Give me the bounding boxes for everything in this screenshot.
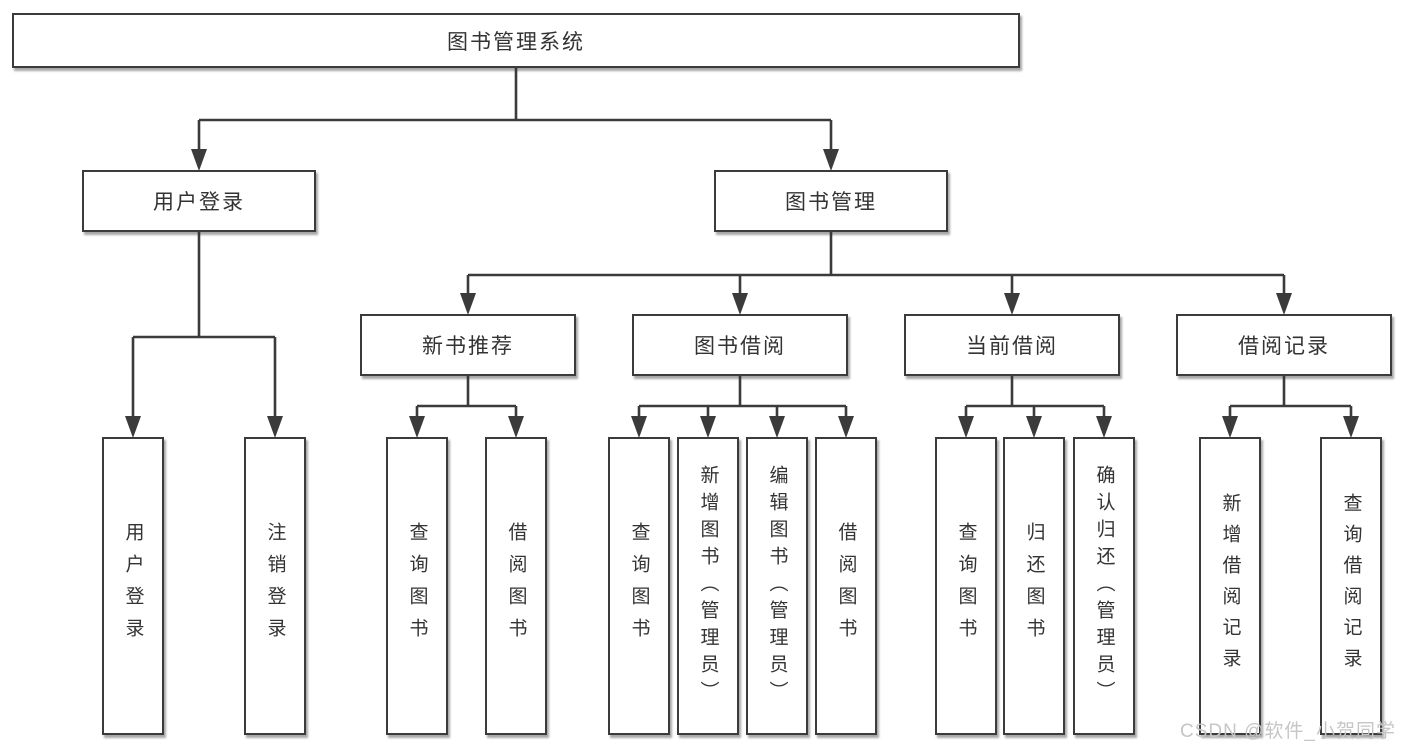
- arrowhead-leaf-confirm-return: [1096, 416, 1112, 438]
- arrowhead-leaf-query-book-2: [631, 416, 647, 438]
- node-leaf-return-book: 归还图书: [1003, 437, 1065, 735]
- node-new-book-recommend: 新书推荐: [360, 314, 576, 376]
- node-label: 借阅图书: [835, 522, 857, 650]
- watermark: CSDN @软件_小贺同学: [1180, 721, 1396, 742]
- arrowhead-new-book-recommend: [460, 293, 476, 315]
- arrowhead-user-login: [191, 149, 207, 171]
- node-leaf-query-record: 查询借阅记录: [1320, 437, 1382, 735]
- node-leaf-add-book: 新增图书（管理员）: [677, 437, 739, 735]
- node-root: 图书管理系统: [12, 13, 1020, 68]
- node-label: 查询图书: [628, 522, 650, 650]
- node-leaf-confirm-return: 确认归还（管理员）: [1073, 437, 1135, 735]
- node-label: 图书借阅: [694, 335, 786, 358]
- arrowhead-leaf-return-book: [1026, 416, 1042, 438]
- arrowhead-book-management: [823, 149, 839, 171]
- node-label: 查询图书: [955, 522, 977, 650]
- node-label: 注销登录: [264, 522, 286, 650]
- arrowhead-book-borrow: [732, 293, 748, 315]
- node-label: 新书推荐: [422, 335, 514, 358]
- node-leaf-add-record: 新增借阅记录: [1199, 437, 1261, 735]
- node-leaf-user-login: 用户登录: [102, 437, 164, 735]
- arrowhead-borrow-records: [1276, 293, 1292, 315]
- node-borrow-records: 借阅记录: [1176, 314, 1392, 376]
- arrowhead-leaf-user-login: [125, 416, 141, 438]
- node-label: 确认归还（管理员）: [1093, 464, 1115, 708]
- node-label: 新增借阅记录: [1219, 493, 1241, 679]
- node-label: 图书管理: [785, 191, 877, 214]
- arrowhead-leaf-add-record: [1222, 416, 1238, 438]
- node-book-borrow: 图书借阅: [632, 314, 848, 376]
- arrowhead-leaf-logout: [267, 416, 283, 438]
- arrowhead-leaf-query-book-3: [958, 416, 974, 438]
- node-leaf-query-book-3: 查询图书: [935, 437, 997, 735]
- arrowhead-leaf-query-book-1: [409, 416, 425, 438]
- node-label: 用户登录: [122, 522, 144, 650]
- arrowhead-leaf-borrow-book-2: [838, 416, 854, 438]
- node-leaf-borrow-book-1: 借阅图书: [485, 437, 547, 735]
- arrowhead-leaf-edit-book: [769, 416, 785, 438]
- node-label: 当前借阅: [966, 335, 1058, 358]
- arrowhead-leaf-add-book: [700, 416, 716, 438]
- node-leaf-edit-book: 编辑图书（管理员）: [746, 437, 808, 735]
- node-label: 图书管理系统: [447, 30, 585, 54]
- node-label: 用户登录: [153, 191, 245, 214]
- node-leaf-logout: 注销登录: [244, 437, 306, 735]
- node-book-management: 图书管理: [714, 170, 948, 232]
- arrowhead-current-borrow: [1004, 293, 1020, 315]
- node-label: 查询图书: [406, 522, 428, 650]
- node-label: 归还图书: [1023, 522, 1045, 650]
- node-leaf-query-book-1: 查询图书: [386, 437, 448, 735]
- node-label: 借阅图书: [505, 522, 527, 650]
- node-label: 查询借阅记录: [1340, 493, 1362, 679]
- node-label: 新增图书（管理员）: [697, 464, 719, 708]
- node-label: 借阅记录: [1238, 335, 1330, 358]
- arrowhead-leaf-query-record: [1343, 416, 1359, 438]
- node-user-login: 用户登录: [82, 170, 316, 232]
- node-leaf-query-book-2: 查询图书: [608, 437, 670, 735]
- arrowhead-leaf-borrow-book-1: [508, 416, 524, 438]
- node-leaf-borrow-book-2: 借阅图书: [815, 437, 877, 735]
- node-current-borrow: 当前借阅: [904, 314, 1120, 376]
- node-label: 编辑图书（管理员）: [766, 464, 788, 708]
